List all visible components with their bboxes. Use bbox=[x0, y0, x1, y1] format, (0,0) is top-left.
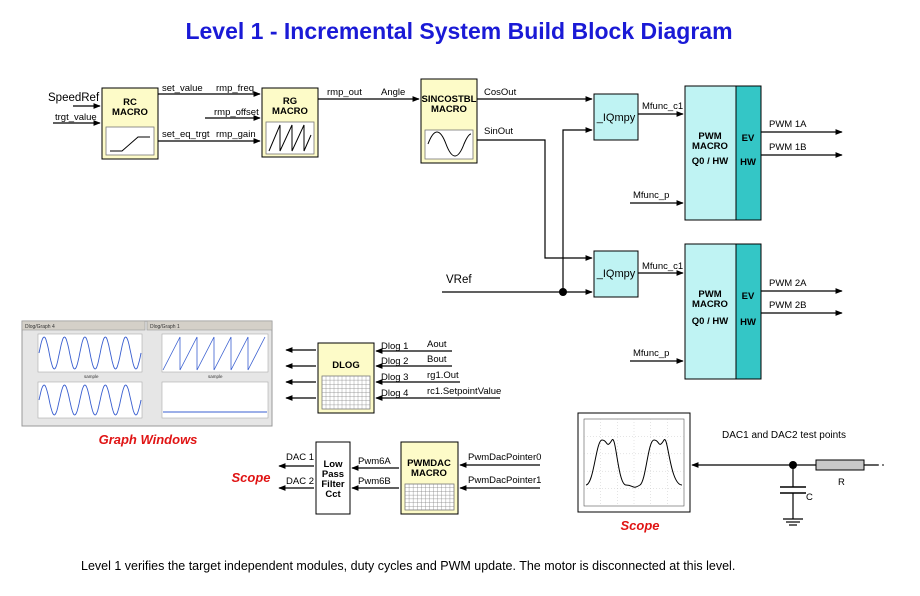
trgt-value-label: trgt_value bbox=[55, 112, 97, 123]
diagram-caption: Level 1 verifies the target independent … bbox=[81, 559, 735, 573]
test-points-label: DAC1 and DAC2 test points bbox=[722, 430, 846, 441]
diagram-title: Level 1 - Incremental System Build Block… bbox=[185, 18, 732, 44]
dlog-port-2: Dlog 2 bbox=[381, 356, 408, 367]
rc-macro-block: RC MACRO bbox=[101, 87, 159, 160]
pwm-1-title: PWM bbox=[698, 131, 721, 142]
dlog-signal-rc1: rc1.SetpointValue bbox=[427, 386, 501, 397]
set-eq-trgt-label: set_eq_trgt bbox=[162, 129, 210, 140]
rmp-gain-label: rmp_gain bbox=[216, 129, 256, 140]
scope-left-label: Scope bbox=[231, 470, 270, 485]
graph-plot-setpoint bbox=[161, 381, 269, 419]
set-value-label: set_value bbox=[162, 83, 203, 94]
pwm-1-ev: EV bbox=[742, 133, 755, 144]
dlog-signal-rg1: rg1.Out bbox=[427, 370, 459, 381]
pwm-1b-label: PWM 1B bbox=[769, 142, 806, 153]
rg-macro-subtitle: MACRO bbox=[272, 106, 308, 117]
pwmdac-title: PWMDAC bbox=[407, 458, 451, 469]
graph-2-xlabel: sample bbox=[208, 374, 223, 379]
dlog-port-1: Dlog 1 bbox=[381, 341, 408, 352]
sincostbl-title: SINCOSTBL bbox=[422, 94, 477, 105]
rmp-freq-label: rmp_freq bbox=[216, 83, 254, 94]
low-pass-filter-block bbox=[315, 441, 351, 515]
pwmdacpointer0-label: PwmDacPointer0 bbox=[468, 452, 541, 463]
graph-window-2-titlebar bbox=[146, 320, 273, 331]
graph-windows-panel: Dlog/Graph 4 Dlog/Graph 1 sample sample bbox=[21, 320, 273, 427]
graph-1-xlabel: sample bbox=[84, 374, 99, 379]
angle-label: Angle bbox=[381, 87, 405, 98]
dlog-block: DLOG bbox=[317, 342, 375, 414]
lpf-line-3: Filter bbox=[321, 479, 345, 490]
pwm-1-hw: HW bbox=[740, 157, 756, 168]
iqmpy-block-1 bbox=[593, 93, 639, 141]
pwm-macro-block-2: PWM MACRO Q0 / HW EV HW bbox=[684, 243, 762, 380]
pwm-2-title: PWM bbox=[698, 289, 721, 300]
pwm-1a-label: PWM 1A bbox=[769, 119, 807, 130]
dlog-title: DLOG bbox=[332, 360, 359, 371]
vref-label: VRef bbox=[446, 274, 472, 286]
pwm-1-mfunc-p-label: Mfunc_p bbox=[633, 190, 669, 201]
rmp-offset-label: rmp_offset bbox=[214, 107, 259, 118]
dlog-signal-aout: Aout bbox=[427, 339, 447, 350]
iqmpy-1-label: _IQmpy bbox=[596, 112, 636, 124]
pwm6a-label: Pwm6A bbox=[358, 456, 391, 467]
iqmpy-block-2 bbox=[593, 250, 639, 298]
sinout-label: SinOut bbox=[484, 126, 513, 137]
speedref-label: SpeedRef bbox=[48, 92, 100, 104]
dac2-label: DAC 2 bbox=[286, 476, 314, 487]
pwm-2-hw: HW bbox=[740, 317, 756, 328]
pwm-2a-label: PWM 2A bbox=[769, 278, 807, 289]
resistor-r bbox=[815, 459, 865, 471]
pwm6b-label: Pwm6B bbox=[358, 476, 391, 487]
sincostbl-macro-block: SINCOSTBL MACRO bbox=[420, 78, 478, 164]
pwm-2-mfunc-p-label: Mfunc_p bbox=[633, 348, 669, 359]
iqmpy-2-label: _IQmpy bbox=[596, 268, 636, 280]
pwmdac-macro-block: PWMDAC MACRO bbox=[400, 441, 459, 515]
rg-macro-block: RG MACRO bbox=[261, 87, 319, 158]
rc-macro-subtitle: MACRO bbox=[112, 107, 148, 118]
resistor-label: R bbox=[838, 477, 845, 488]
pwm-2-ev: EV bbox=[742, 291, 755, 302]
pwm-macro-block-1: PWM MACRO Q0 / HW EV HW bbox=[684, 85, 762, 221]
graph-tab-2-label: Dlog/Graph 1 bbox=[150, 324, 180, 330]
rg-macro-title: RG bbox=[283, 96, 297, 107]
graph-window-1-titlebar bbox=[21, 320, 146, 331]
pwm-2-subtitle: MACRO bbox=[692, 299, 728, 310]
iqmpy-2-out-label: Mfunc_c1 bbox=[642, 261, 683, 272]
pwmdac-subtitle: MACRO bbox=[411, 468, 447, 479]
dlog-signal-bout: Bout bbox=[427, 354, 447, 365]
dlog-port-3: Dlog 3 bbox=[381, 372, 408, 383]
scope-screen bbox=[577, 412, 691, 513]
dlog-port-4: Dlog 4 bbox=[381, 388, 408, 399]
rc-macro-title: RC bbox=[123, 97, 137, 108]
rmp-out-label: rmp_out bbox=[327, 87, 362, 98]
sincostbl-subtitle: MACRO bbox=[431, 104, 467, 115]
rc-ramp-icon bbox=[105, 126, 155, 156]
cosout-label: CosOut bbox=[484, 87, 517, 98]
iqmpy-1-out-label: Mfunc_c1 bbox=[642, 101, 683, 112]
scope-right-label: Scope bbox=[620, 518, 659, 533]
graph-plot-ramp bbox=[161, 333, 269, 373]
graph-windows-label: Graph Windows bbox=[99, 432, 198, 447]
pwm-2-q0hw: Q0 / HW bbox=[692, 316, 728, 327]
pwm-1-subtitle: MACRO bbox=[692, 141, 728, 152]
capacitor-label: C bbox=[806, 492, 813, 503]
lpf-line-1: Low bbox=[324, 459, 344, 470]
pwmdacpointer1-label: PwmDacPointer1 bbox=[468, 475, 541, 486]
pwm-2b-label: PWM 2B bbox=[769, 300, 806, 311]
graph-tab-1-label: Dlog/Graph 4 bbox=[25, 324, 55, 330]
pwm-1-q0hw: Q0 / HW bbox=[692, 156, 728, 167]
lpf-line-2: Pass bbox=[322, 469, 344, 480]
lpf-line-4: Cct bbox=[325, 489, 341, 500]
rg-sawtooth-icon bbox=[265, 121, 315, 155]
sine-wave-icon bbox=[424, 129, 474, 160]
dac1-label: DAC 1 bbox=[286, 452, 314, 463]
